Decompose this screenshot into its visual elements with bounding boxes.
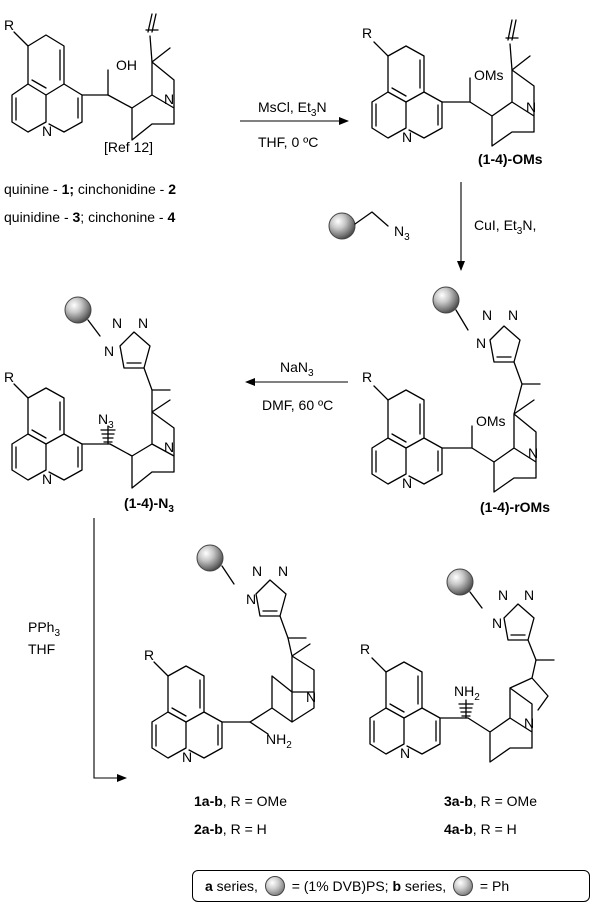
resin-mesylate-structure xyxy=(371,286,541,493)
azide-r-label: R xyxy=(4,369,14,385)
start-names-line1: quinine - 1; cinchonidine - 2 xyxy=(4,181,176,197)
step2-azide-label: N3 xyxy=(394,223,410,243)
step1-reagent-top: MsCl, Et3N xyxy=(258,99,327,119)
mesylate-quinuclidine-n: N xyxy=(526,99,536,115)
mesylate-oms-label: OMs xyxy=(474,67,504,83)
amine-right-triazole-n1: N xyxy=(492,615,502,631)
azide-quinoline-n: N xyxy=(42,471,52,487)
resin-mesylate-quinuclidine-n: N xyxy=(528,445,538,461)
amine-left-quinuclidine-n: N xyxy=(306,689,316,705)
start-quinoline-n: N xyxy=(42,123,52,139)
amine-right-structure xyxy=(369,568,555,763)
amine-left-triazole-n3: N xyxy=(278,563,288,579)
amine-left-structure xyxy=(151,544,315,759)
amine-left-triazole-n1: N xyxy=(246,591,256,607)
start-names-line2: quinidine - 3; cinchonine - 4 xyxy=(4,209,175,225)
start-alkaloid-structure xyxy=(11,13,175,141)
mesylate-quinoline-n: N xyxy=(402,129,412,145)
resin-mesylate-r-label: R xyxy=(362,369,372,385)
amine-right-label1: 3a-b, R = OMe xyxy=(444,793,537,809)
azide-triazole-n1: N xyxy=(104,343,114,359)
step1-reagent-bottom: THF, 0 ºC xyxy=(258,134,318,150)
start-quinuclidine-n: N xyxy=(164,91,174,107)
mesylate-r-label: R xyxy=(362,25,372,41)
amine-right-triazole-n2: N xyxy=(498,587,508,603)
mesylate-compound-label: (1-4)-OMs xyxy=(478,151,543,167)
step2-resin-linker xyxy=(354,211,389,227)
azide-structure xyxy=(11,296,175,489)
azide-n3-label: N3 xyxy=(98,411,114,431)
legend-b-bold: b xyxy=(392,878,402,894)
amine-left-label1: 1a-b, R = OMe xyxy=(194,793,287,809)
start-r-label: R xyxy=(4,17,14,33)
step2-reagent: CuI, Et3N, xyxy=(474,217,536,237)
step3-reagent-top: NaN3 xyxy=(280,359,314,379)
azide-compound-label: (1-4)-N3 xyxy=(124,495,174,515)
step4-reagent-b: THF xyxy=(28,641,55,657)
legend-a-text: series, xyxy=(212,878,262,894)
series-legend: a series, = (1% DVB)PS; b series, = Ph xyxy=(192,870,590,902)
amine-right-label2: 4a-b, R = H xyxy=(444,821,517,837)
amine-left-r-label: R xyxy=(144,647,154,663)
legend-a-bead-icon xyxy=(264,876,285,896)
resin-mesylate-triazole-n3: N xyxy=(508,307,518,323)
legend-b-text: series, xyxy=(401,878,451,894)
azide-triazole-n3: N xyxy=(138,315,148,331)
amine-left-triazole-n2: N xyxy=(252,563,262,579)
start-ref-label: [Ref 12] xyxy=(104,139,153,155)
amine-right-quinuclidine-n: N xyxy=(524,715,534,731)
mesylate-structure xyxy=(371,19,535,147)
amine-right-r-label: R xyxy=(360,641,370,657)
step4-arrow xyxy=(93,518,127,782)
amine-left-quinoline-n: N xyxy=(182,749,192,765)
amine-right-nh2-label: NH2 xyxy=(454,683,480,703)
resin-mesylate-quinoline-n: N xyxy=(402,475,412,491)
step2-resin-bead-icon xyxy=(328,212,356,240)
legend-a-bold: a xyxy=(205,878,213,894)
resin-mesylate-triazole-n1: N xyxy=(476,335,486,351)
amine-right-triazole-n3: N xyxy=(524,587,534,603)
legend-b-eq: = Ph xyxy=(476,878,510,894)
resin-mesylate-oms-label: OMs xyxy=(476,413,506,429)
step3-reagent-bottom: DMF, 60 ºC xyxy=(262,397,333,413)
step4-reagent-a: PPh3 xyxy=(28,619,60,639)
resin-mesylate-compound-label: (1-4)-rOMs xyxy=(480,499,550,515)
start-oh-label: OH xyxy=(116,57,137,73)
azide-quinuclidine-n: N xyxy=(164,439,174,455)
resin-mesylate-triazole-n2: N xyxy=(482,307,492,323)
amine-left-label2: 2a-b, R = H xyxy=(194,821,267,837)
azide-triazole-n2: N xyxy=(112,315,122,331)
legend-b-bead-icon xyxy=(453,876,474,896)
amine-left-nh2-label: NH2 xyxy=(266,731,292,751)
amine-right-quinoline-n: N xyxy=(400,745,410,761)
legend-a-eq: = (1% DVB)PS; xyxy=(287,878,393,894)
